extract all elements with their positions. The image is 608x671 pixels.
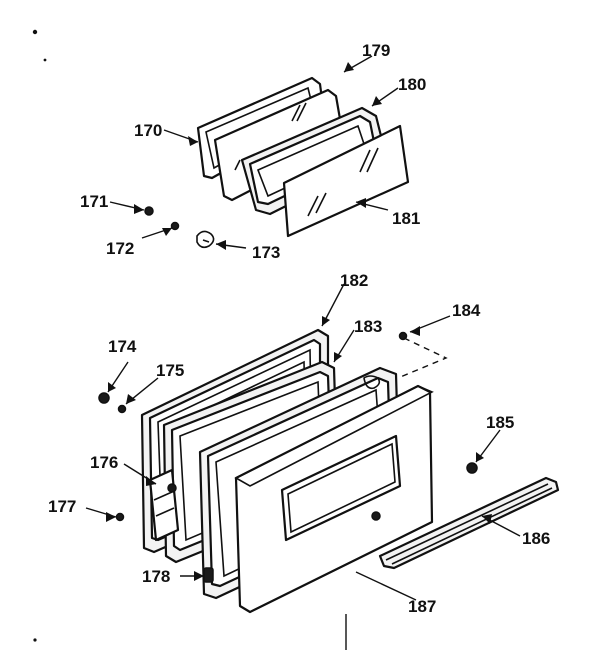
callout-186: 186 [522, 529, 550, 548]
callout-labels: 170 171 172 173 174 175 176 177 178 179 … [48, 41, 550, 616]
callout-175: 175 [156, 361, 184, 380]
callout-172: 172 [106, 239, 134, 258]
callout-185: 185 [486, 413, 514, 432]
door-window [280, 434, 402, 542]
part-172-washer [170, 221, 180, 231]
part-185-screw [466, 462, 478, 474]
callout-174: 174 [108, 337, 137, 356]
part-178-bracket [203, 567, 214, 583]
callout-179: 179 [362, 41, 390, 60]
callout-184: 184 [452, 301, 481, 320]
part-177-screw [115, 512, 125, 522]
inner-glass-assembly [196, 76, 410, 238]
alignment-lines [397, 337, 448, 379]
callout-182: 182 [340, 271, 368, 290]
callout-176: 176 [90, 453, 118, 472]
hardware-lower [98, 331, 478, 522]
arrowheads [106, 62, 492, 581]
door-assembly [140, 328, 560, 614]
part-173-clip [196, 230, 215, 249]
part-176-hinge [148, 468, 180, 542]
callout-178: 178 [142, 567, 170, 586]
part-174-screw [98, 392, 110, 404]
callout-187: 187 [408, 597, 436, 616]
callout-177: 177 [48, 497, 76, 516]
callout-171: 171 [80, 192, 108, 211]
callout-181: 181 [392, 209, 420, 228]
part-181-outer-glass [282, 124, 410, 238]
part-171-screw [144, 206, 154, 216]
hinge-hardware-upper [144, 206, 215, 249]
callout-183: 183 [354, 317, 382, 336]
part-175-washer [117, 404, 127, 414]
callout-170: 170 [134, 121, 162, 140]
callout-180: 180 [398, 75, 426, 94]
scan-specks [32, 29, 347, 650]
callout-173: 173 [252, 243, 280, 262]
